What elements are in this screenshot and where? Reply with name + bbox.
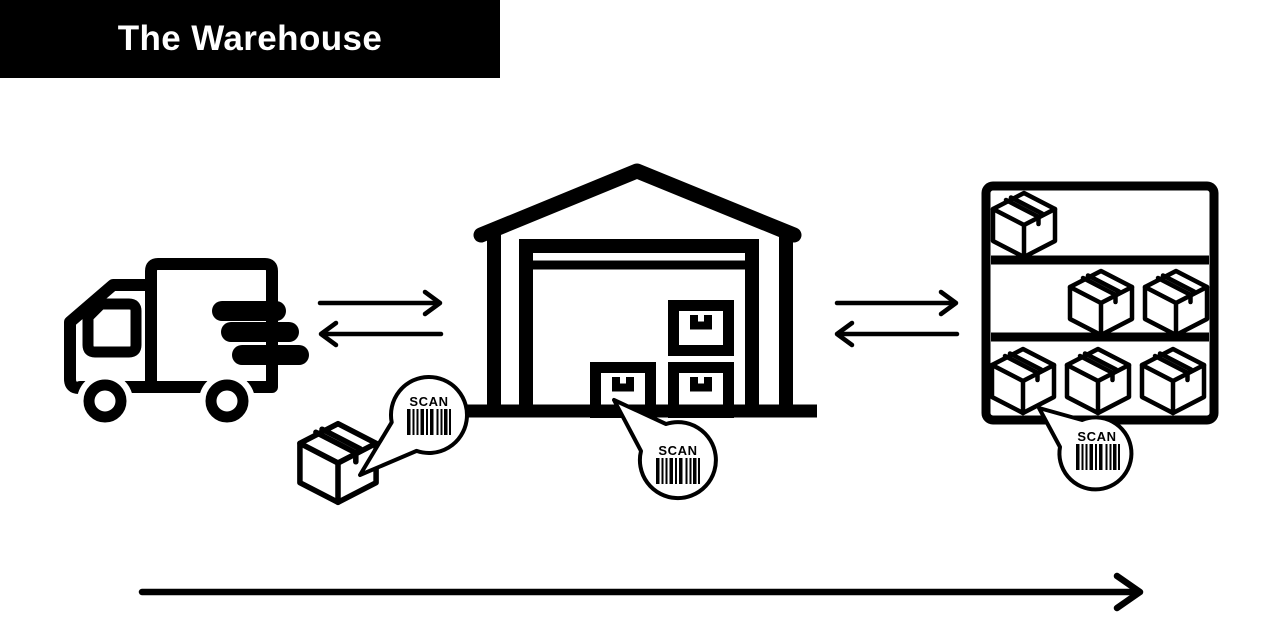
speed-lines	[212, 301, 309, 365]
arrow-right-head	[938, 289, 959, 317]
scan-label: SCAN	[1077, 429, 1116, 444]
scan-label: SCAN	[658, 443, 697, 458]
shelf-box	[992, 349, 1054, 413]
scan-label: SCAN	[409, 394, 448, 409]
stacked-box-top	[674, 306, 729, 351]
warehouse-building-icon	[456, 163, 817, 413]
truck-rear-wheel	[205, 379, 249, 423]
truck-cargo-box	[145, 258, 278, 393]
truck-cab	[64, 279, 157, 394]
scan-bubble-warehouse: SCAN	[612, 398, 718, 501]
scan-bubble-inbound: SCAN	[358, 374, 469, 477]
truck-window	[82, 298, 142, 358]
title-banner: The Warehouse	[0, 0, 500, 78]
warehouse-door-frame	[519, 239, 759, 411]
shelf-box	[993, 193, 1055, 257]
timeline-arrow-head	[1113, 572, 1144, 612]
scan-bubble-shape	[1037, 406, 1134, 492]
shelf-box	[1070, 271, 1132, 335]
arrow-left-head	[318, 320, 339, 348]
shelf-box	[1145, 271, 1207, 335]
arrow-right-head	[422, 289, 443, 317]
scan-bubble-shelf: SCAN	[1037, 406, 1134, 492]
truck-front-wheel	[83, 379, 127, 423]
warehouse-roof	[473, 163, 802, 243]
process-timeline-arrow	[138, 572, 1144, 612]
inbound-outbound-arrows-left	[317, 289, 444, 348]
inbound-outbound-arrows-right	[834, 289, 960, 348]
package-box-icon	[300, 424, 376, 503]
delivery-truck-icon	[64, 258, 309, 429]
shelf-box	[1067, 349, 1129, 413]
storage-shelf-boxes-icon	[981, 181, 1219, 425]
page-title: The Warehouse	[117, 19, 383, 58]
shelf-box	[1142, 349, 1204, 413]
arrow-left-head	[834, 320, 855, 348]
